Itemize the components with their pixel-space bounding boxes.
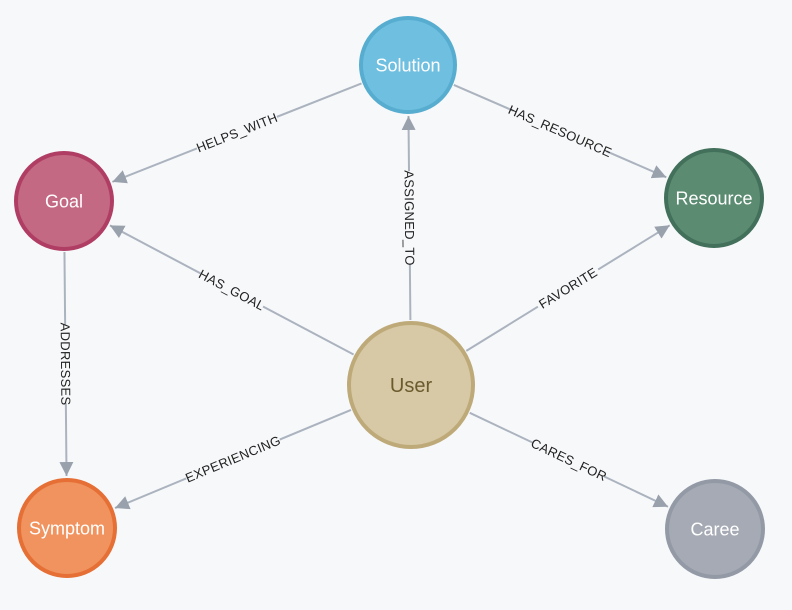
node-symptom[interactable]: Symptom [17, 478, 117, 578]
node-label-symptom: Symptom [29, 519, 105, 539]
edge-experiencing: EXPERIENCING [114, 409, 352, 510]
edge-label-bg-helps_with [194, 109, 280, 156]
edge-label-bg-has_resource [510, 103, 610, 159]
edge-label-bg-favorite [533, 262, 603, 314]
edge-favorite: FAVORITE [465, 224, 671, 352]
node-caree[interactable]: Caree [665, 479, 765, 579]
node-goal[interactable]: Goal [14, 151, 114, 251]
node-circle-solution[interactable] [359, 16, 457, 114]
edge-has_resource: HAS_RESOURCE [453, 84, 667, 179]
edge-label-has_goal[interactable]: HAS_GOAL [196, 266, 267, 313]
node-circle-user[interactable] [347, 321, 475, 449]
edge-label-helps_with[interactable]: HELPS_WITH [194, 110, 280, 156]
edge-label-assigned_to[interactable]: ASSIGNED_TO [401, 170, 417, 266]
edge-has_goal: HAS_GOAL [109, 224, 355, 356]
edge-label-bg-has_goal [196, 266, 267, 314]
edges-layer: HELPS_WITH HAS_RESOURCE ASSIGNED_TO HAS_GOA… [57, 82, 671, 510]
node-label-user: User [390, 375, 433, 397]
edge-label-cares_for[interactable]: CARES_FOR [529, 435, 610, 484]
edge-helps_with: HELPS_WITH [111, 82, 362, 184]
edge-label-favorite[interactable]: FAVORITE [536, 264, 600, 311]
edge-label-bg-cares_for [530, 435, 608, 484]
node-user[interactable]: User [347, 321, 475, 449]
edge-label-addresses[interactable]: ADDRESSES [58, 322, 74, 405]
node-circle-resource[interactable] [664, 148, 764, 248]
node-circle-goal[interactable] [14, 151, 114, 251]
node-circle-symptom[interactable] [17, 478, 117, 578]
edge-addresses: ADDRESSES [57, 251, 74, 477]
edge-label-bg-experiencing [183, 432, 283, 486]
node-label-caree: Caree [690, 520, 739, 540]
node-resource[interactable]: Resource [664, 148, 764, 248]
node-circle-caree[interactable] [665, 479, 765, 579]
edge-label-experiencing[interactable]: EXPERIENCING [183, 433, 283, 486]
node-label-goal: Goal [45, 192, 83, 212]
edge-label-bg-addresses [57, 324, 74, 404]
edge-label-has_resource[interactable]: HAS_RESOURCE [506, 102, 614, 160]
node-solution[interactable]: Solution [359, 16, 457, 114]
edge-assigned_to: ASSIGNED_TO [400, 115, 418, 321]
node-label-resource: Resource [675, 189, 752, 209]
edge-cares_for: CARES_FOR [469, 411, 669, 508]
edge-label-bg-assigned_to [400, 171, 418, 265]
node-label-solution: Solution [375, 56, 440, 76]
